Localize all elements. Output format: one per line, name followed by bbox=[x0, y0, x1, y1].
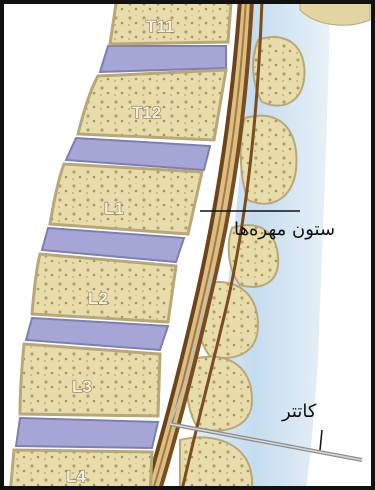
catheter-label: کاتتر bbox=[282, 401, 316, 422]
vertebra-label-l1: L1 bbox=[104, 199, 124, 218]
vertebra-label-l2: L2 bbox=[88, 289, 108, 308]
disc bbox=[100, 46, 226, 72]
vertebra-body bbox=[32, 254, 176, 322]
disc bbox=[16, 418, 158, 448]
vertebra-body bbox=[50, 164, 202, 234]
catheter-leader-line bbox=[320, 430, 322, 450]
vertebra-label-l3: L3 bbox=[72, 377, 92, 396]
spine-label: ستون مهره‌ها bbox=[234, 219, 335, 240]
vertebra-label-l4: L4 bbox=[66, 467, 86, 486]
vertebra-label-t12: T12 bbox=[132, 103, 161, 122]
vertebra-label-t11: T11 bbox=[146, 17, 174, 36]
